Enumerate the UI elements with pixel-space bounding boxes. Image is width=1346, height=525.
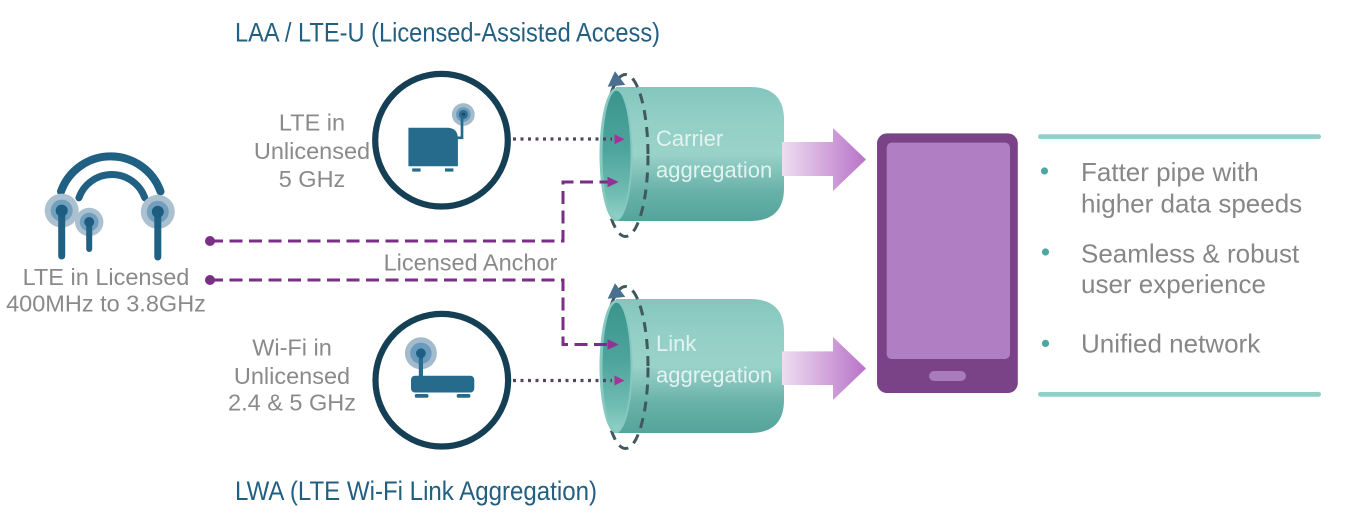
svg-text:400MHz to 3.8GHz: 400MHz to 3.8GHz [6, 290, 206, 316]
svg-text:Link: Link [656, 331, 697, 356]
svg-text:Unified network: Unified network [1081, 328, 1261, 358]
svg-text:Seamless & robust: Seamless & robust [1081, 238, 1300, 268]
svg-text:5 GHz: 5 GHz [279, 166, 346, 192]
svg-text:aggregation: aggregation [656, 362, 772, 387]
svg-text:LAA / LTE-U (Licensed-Assisted: LAA / LTE-U (Licensed-Assisted Access) [235, 18, 660, 48]
svg-text:Licensed Anchor: Licensed Anchor [384, 250, 558, 276]
svg-text:Unlicensed: Unlicensed [254, 138, 370, 164]
svg-text:LTE in: LTE in [279, 110, 345, 136]
svg-text:Fatter pipe with: Fatter pipe with [1081, 157, 1259, 187]
svg-text:LWA (LTE Wi-Fi Link Aggregatio: LWA (LTE Wi-Fi Link Aggregation) [235, 476, 597, 506]
svg-text:aggregation: aggregation [656, 157, 772, 182]
svg-text:Unlicensed: Unlicensed [234, 363, 350, 389]
svg-text:Wi-Fi in: Wi-Fi in [252, 335, 332, 361]
svg-text:2.4 & 5 GHz: 2.4 & 5 GHz [228, 389, 356, 415]
svg-text:LTE in Licensed: LTE in Licensed [23, 264, 190, 290]
svg-text:higher data speeds: higher data speeds [1081, 188, 1302, 218]
svg-text:user experience: user experience [1081, 269, 1266, 299]
svg-text:Carrier: Carrier [656, 126, 723, 151]
